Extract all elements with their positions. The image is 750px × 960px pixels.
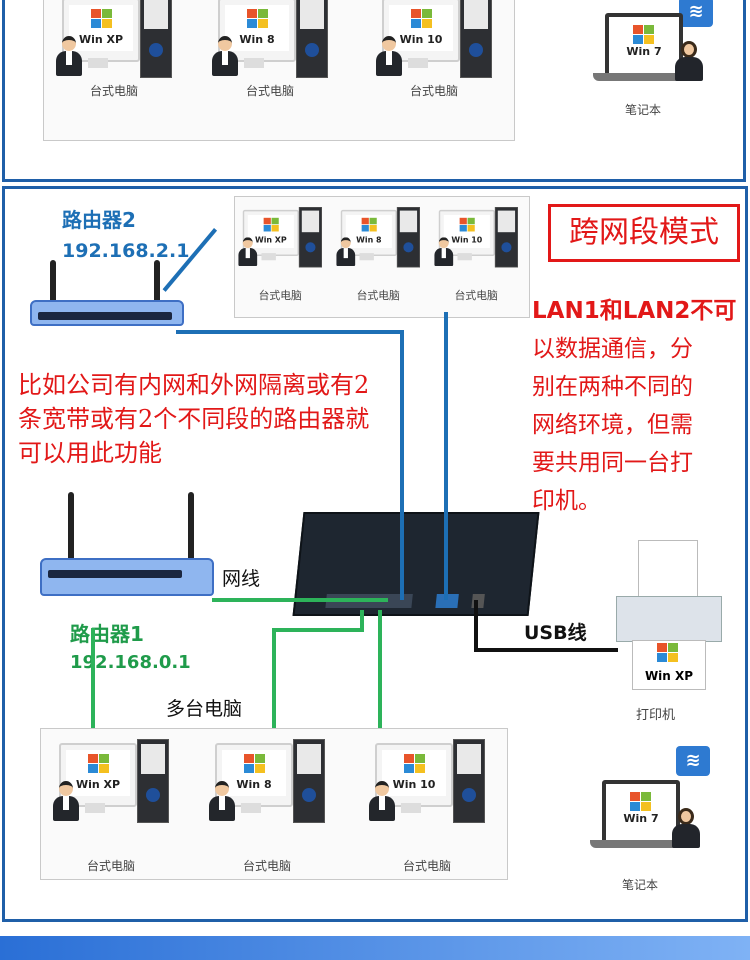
os-name: Win XP (75, 778, 121, 791)
desktop-pc: Win XP 台式电脑 (237, 207, 323, 302)
usb-label: USB线 (524, 622, 587, 644)
os-name: Win XP (78, 33, 124, 46)
windows-logo-icon (459, 217, 476, 232)
desktop-pc: Win 10 台式电脑 (367, 739, 487, 873)
upper-pc-group: Win XP 台式电脑 Win 8 台式电脑 Win 10 台式电脑 (234, 196, 530, 318)
os-name: Win 10 (392, 778, 436, 791)
pc-tower (296, 0, 328, 78)
top-pc-group: Win XP 台式电脑 Win 8 台式电脑 Win 10 台式电脑 (43, 0, 515, 141)
pc-tower (137, 739, 169, 823)
pc-tower (298, 207, 322, 268)
user-icon (335, 237, 357, 267)
pc-label: 台式电脑 (89, 84, 138, 98)
description-left: 比如公司有内网和外网隔离或有2 条宽带或有2个不同段的路由器就 可以用此功能 (18, 368, 418, 470)
os-name: Win XP (254, 235, 287, 245)
pc-label: 台式电脑 (356, 289, 400, 303)
desktop-pc: Win 8 台式电脑 (210, 0, 330, 98)
windows-logo-icon (633, 25, 655, 45)
windows-logo-icon (361, 217, 378, 232)
user-icon (675, 41, 703, 81)
pc-label: 台式电脑 (454, 289, 498, 303)
desktop-pc: Win XP 台式电脑 (54, 0, 174, 98)
windows-logo-icon (244, 754, 266, 774)
router2 (30, 260, 184, 326)
os-name: Win 7 (623, 812, 659, 825)
pc-label: 台式电脑 (402, 859, 451, 873)
user-icon (54, 36, 84, 76)
description-right-line: LAN1和LAN2不可 (532, 298, 737, 324)
windows-logo-icon (247, 9, 269, 29)
cable-label: 网线 (222, 568, 261, 590)
user-icon (237, 237, 259, 267)
user-icon (672, 808, 700, 848)
router2-ip: 192.168.2.1 (62, 240, 190, 262)
router1-ip: 192.168.0.1 (70, 652, 191, 673)
lower-pc-group: Win XP 台式电脑 Win 8 台式电脑 Win 10 台式电脑 (40, 728, 508, 880)
laptop: Win 7 笔记本 (590, 780, 710, 900)
os-name: Win 10 (399, 33, 443, 46)
pc-tower (460, 0, 492, 78)
description-right-line: 要共用同一台打 (532, 450, 693, 476)
pc-tower (140, 0, 172, 78)
monitor: Win 10 (382, 0, 460, 62)
laptop: Win 7 笔记本 (593, 13, 713, 133)
windows-logo-icon (404, 754, 426, 774)
pc-tower (396, 207, 420, 268)
desktop-pc: Win 8 台式电脑 (207, 739, 327, 873)
bottom-banner (0, 936, 750, 960)
windows-logo-icon (88, 754, 110, 774)
os-name: Win 8 (239, 33, 275, 46)
wifi-icon: ≋ (676, 746, 710, 776)
top-panel: Win XP 台式电脑 Win 8 台式电脑 Win 10 台式电脑 ≋ (2, 0, 746, 182)
windows-logo-icon (91, 9, 113, 29)
os-name: Win 7 (626, 45, 662, 58)
description-right-line: 别在两种不同的 (532, 374, 693, 400)
user-icon (207, 781, 237, 821)
os-name: Win 10 (451, 235, 483, 245)
laptop-label: 笔记本 (621, 878, 658, 892)
user-icon (374, 36, 404, 76)
windows-logo-icon (263, 217, 280, 232)
pc-tower (494, 207, 518, 268)
user-icon (51, 781, 81, 821)
description-left-line: 比如公司有内网和外网隔离或有2 (18, 371, 370, 399)
windows-logo-icon (630, 792, 652, 812)
description-left-line: 条宽带或有2个不同段的路由器就 (18, 405, 370, 433)
multi-pc-label: 多台电脑 (166, 698, 243, 720)
os-name: Win 8 (236, 778, 272, 791)
windows-logo-icon (411, 9, 433, 29)
pc-label: 台式电脑 (245, 84, 294, 98)
printer-os: Win XP (644, 669, 694, 683)
printer-label: 打印机 (636, 708, 676, 723)
wifi-icon: ≋ (679, 0, 713, 27)
router1-name: 路由器1 (70, 622, 144, 646)
description-right: LAN1和LAN2不可 以数据通信，分 别在两种不同的 网络环境，但需 要共用同… (532, 292, 744, 520)
user-icon (210, 36, 240, 76)
windows-logo-icon (657, 643, 679, 663)
router1 (40, 492, 214, 596)
laptop-label: 笔记本 (624, 103, 661, 117)
description-right-line: 网络环境，但需 (532, 412, 693, 438)
user-icon (433, 237, 455, 267)
pc-label: 台式电脑 (86, 859, 135, 873)
desktop-pc: Win 8 台式电脑 (335, 207, 421, 302)
desktop-pc: Win 10 台式电脑 (433, 207, 519, 302)
description-right-line: 印机。 (532, 488, 601, 514)
user-icon (367, 781, 397, 821)
pc-label: 台式电脑 (409, 84, 458, 98)
pc-tower (453, 739, 485, 823)
pc-tower (293, 739, 325, 823)
os-name: Win 8 (356, 235, 382, 245)
description-left-line: 可以用此功能 (18, 439, 162, 467)
mode-title: 跨网段模式 (548, 204, 740, 262)
router2-name: 路由器2 (62, 208, 136, 232)
desktop-pc: Win XP 台式电脑 (51, 739, 171, 873)
pc-label: 台式电脑 (242, 859, 291, 873)
description-right-line: 以数据通信，分 (532, 336, 693, 362)
pc-label: 台式电脑 (258, 289, 302, 303)
printer: Win XP 打印机 (616, 540, 722, 723)
desktop-pc: Win 10 台式电脑 (374, 0, 494, 98)
